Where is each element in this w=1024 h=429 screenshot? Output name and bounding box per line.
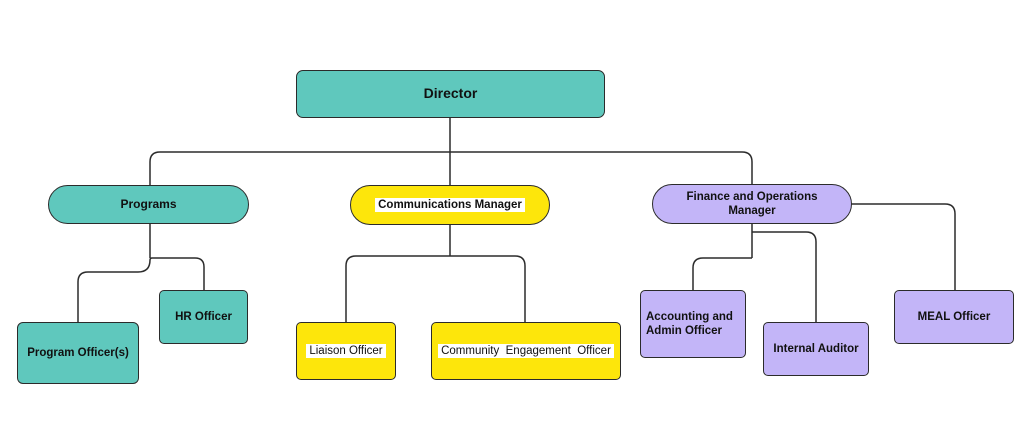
hr-officer-label: HR Officer <box>175 310 232 323</box>
finance-operations-manager-label: Finance and Operations Manager <box>686 190 818 217</box>
programs-node: Programs <box>48 185 249 224</box>
community-engagement-officer-node: Community Engagement Officer <box>431 322 621 380</box>
program-officers-label: Program Officer(s) <box>27 346 129 359</box>
director-node: Director <box>296 70 605 118</box>
meal-officer-node: MEAL Officer <box>894 290 1014 344</box>
meal-officer-label: MEAL Officer <box>917 310 991 323</box>
accounting-admin-officer-node: Accounting and Admin Officer <box>640 290 746 358</box>
finance-operations-manager-node: Finance and Operations Manager <box>652 184 852 224</box>
communications-manager-label: Communications Manager <box>375 197 525 213</box>
program-officers-node: Program Officer(s) <box>17 322 139 384</box>
liaison-officer-label: Liaison Officer <box>306 343 386 359</box>
internal-auditor-node: Internal Auditor <box>763 322 869 376</box>
connector-comms-bar <box>345 255 526 322</box>
connector-programs-bar <box>77 257 205 322</box>
liaison-officer-node: Liaison Officer <box>296 322 396 380</box>
community-engagement-officer-label: Community Engagement Officer <box>438 343 614 359</box>
connector-level1-bar <box>149 151 753 185</box>
hr-officer-node: HR Officer <box>159 290 248 344</box>
director-label: Director <box>423 85 478 102</box>
connector-finance-meal <box>850 203 956 290</box>
internal-auditor-label: Internal Auditor <box>773 342 859 355</box>
accounting-admin-officer-label: Accounting and Admin Officer <box>646 310 733 337</box>
connector-finance-auditor <box>752 231 817 322</box>
programs-label: Programs <box>120 197 177 211</box>
connector-finance-left <box>692 257 752 290</box>
communications-manager-node: Communications Manager <box>350 185 550 225</box>
